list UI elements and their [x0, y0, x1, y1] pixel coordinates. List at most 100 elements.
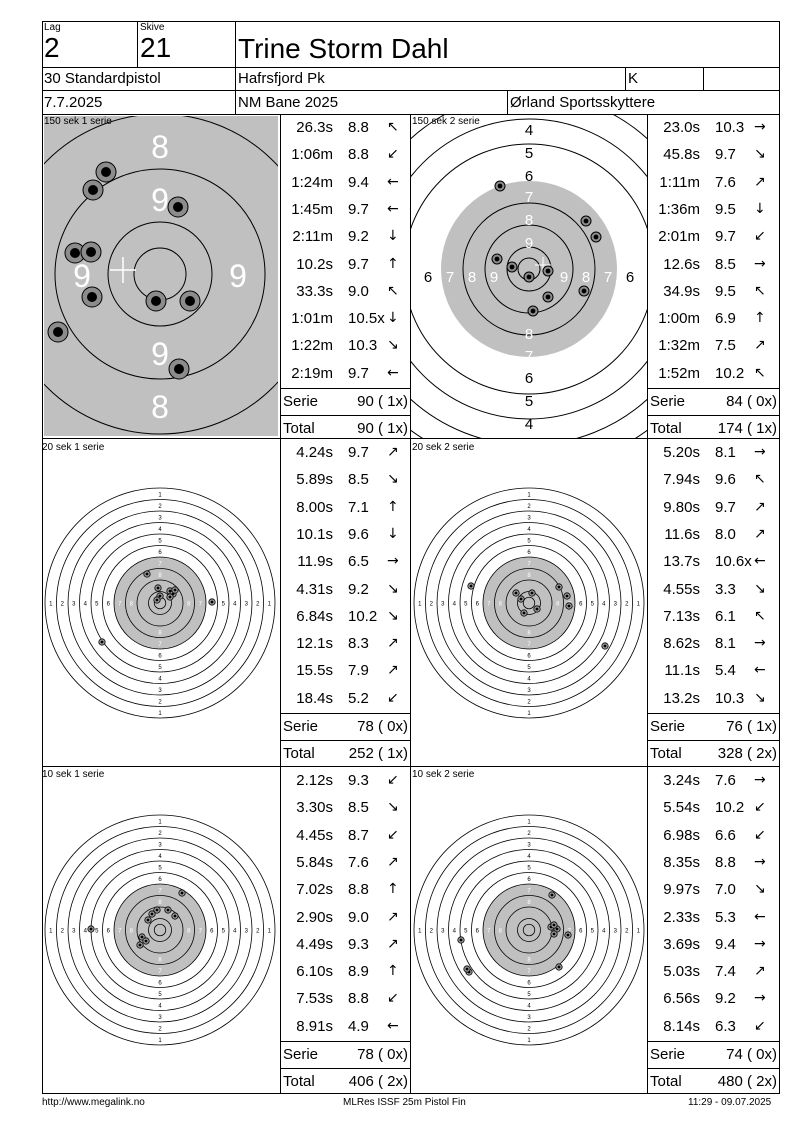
target-ring	[471, 872, 587, 988]
ring-number: 1	[158, 711, 162, 717]
shot-score: 9.7	[715, 498, 736, 516]
shot-score: 8.9	[348, 963, 369, 981]
ring-number: 6	[527, 653, 531, 659]
ring-number: 6	[158, 877, 162, 883]
shot-center	[557, 585, 561, 589]
shot-score: 7.9	[348, 662, 369, 680]
shot-time: 2.90s	[296, 908, 333, 926]
shot-direction-icon: ←	[754, 553, 766, 570]
zoom-target-150-1: 8 9 9 8 9 9	[44, 116, 278, 436]
ring-number: 6	[158, 653, 162, 659]
shot-direction-icon: ↗	[754, 337, 766, 354]
shot-time: 6.56s	[663, 990, 700, 1008]
ring-number: 1	[637, 929, 641, 935]
shot-score: 9.0	[348, 908, 369, 926]
shot-score: 8.8	[348, 881, 369, 899]
shot-time: 4.49s	[296, 935, 333, 953]
ring-number: 3	[614, 929, 618, 935]
shot-score: 8.5	[348, 799, 369, 817]
shot-center	[87, 292, 97, 302]
ring-label: 6	[424, 269, 432, 286]
ring-number: 4	[453, 602, 457, 608]
ring-label: 9	[490, 269, 498, 286]
shot-direction-icon: ↙	[387, 990, 399, 1007]
ring-number: 3	[441, 929, 445, 935]
shot-score: 9.6	[715, 471, 736, 489]
shot-direction-icon: ↙	[754, 228, 766, 245]
ring-number: 3	[527, 1015, 531, 1021]
ring-number: 1	[158, 819, 162, 825]
target-ring	[482, 883, 576, 977]
ring-number: 3	[527, 688, 531, 694]
shot-direction-icon: ↘	[387, 607, 399, 624]
shot-direction-icon: ↗	[754, 525, 766, 542]
shot-direction-icon: ↗	[387, 635, 399, 652]
panel-title-10-2: 10 sek 2 serie	[412, 769, 475, 780]
shot-time: 12.6s	[663, 255, 700, 273]
shot-direction-icon: ↘	[387, 471, 399, 488]
ring-number: 5	[95, 602, 99, 608]
shot-direction-icon: →	[754, 255, 766, 272]
ring-number: 1	[49, 602, 53, 608]
target-ring	[413, 814, 645, 1046]
shot-center	[552, 923, 556, 927]
shot-center	[459, 938, 463, 942]
ring-label: 7	[525, 189, 533, 206]
ring-number: 4	[527, 527, 531, 533]
shooter-name: Trine Storm Dahl	[238, 33, 449, 64]
ring-number: 4	[527, 676, 531, 682]
ring-number: 3	[72, 929, 76, 935]
shot-center	[86, 247, 96, 257]
shot-center	[465, 967, 469, 971]
ring-number: 4	[527, 1003, 531, 1009]
ring-number: 2	[430, 929, 434, 935]
shot-direction-icon: ↘	[754, 689, 766, 706]
ring-number: 5	[527, 538, 531, 544]
shot-score: 7.0	[715, 881, 736, 899]
shot-score: 6.5	[348, 553, 369, 571]
ring-number: 6	[158, 550, 162, 556]
shot-time: 2:19m	[291, 364, 333, 382]
shot-time: 4.45s	[296, 826, 333, 844]
shot-center	[53, 327, 63, 337]
shot-score: 8.8	[348, 990, 369, 1008]
shot-direction-icon: ↘	[754, 881, 766, 898]
ring-number: 3	[72, 602, 76, 608]
shot-time: 3.24s	[663, 772, 700, 789]
shot-time: 7.02s	[296, 881, 333, 899]
shot-time: 23.0s	[663, 119, 700, 136]
ring-label: 5	[525, 393, 533, 410]
shot-direction-icon: ↗	[387, 444, 399, 460]
shot-direction-icon: ↘	[387, 337, 399, 354]
organizer: Ørland Sportsskyttere	[510, 94, 656, 111]
ring-number: 2	[527, 504, 531, 510]
shot-time: 13.7s	[663, 553, 700, 571]
ring-number: 7	[527, 969, 531, 975]
shot-direction-icon: ↑	[754, 310, 766, 327]
shot-center	[180, 891, 184, 895]
shot-center	[530, 308, 536, 314]
shot-score: 9.4	[348, 173, 369, 191]
shot-center	[89, 927, 93, 931]
shot-score: 9.5	[715, 282, 736, 300]
ring-number: 3	[614, 602, 618, 608]
ring-number: 6	[579, 602, 583, 608]
